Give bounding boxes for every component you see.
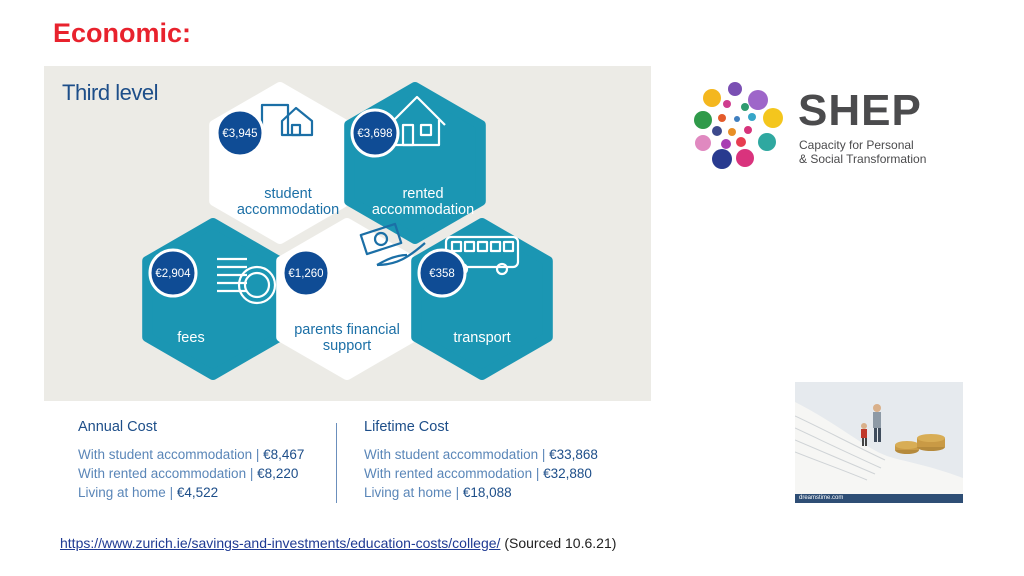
amount-label: €1,260 — [288, 268, 323, 280]
amount-badge — [215, 108, 265, 158]
annual-cost-column: Annual Cost With student accommodation |… — [78, 419, 304, 502]
lifetime-cost-heading: Lifetime Cost — [364, 419, 449, 435]
item-label: parents financial — [294, 322, 400, 338]
row-label: Living at home — [78, 485, 166, 500]
photo-watermark: dreamstime.com — [799, 495, 844, 501]
amount-badge — [281, 248, 331, 298]
item-label: support — [323, 338, 371, 354]
source-link[interactable]: https://www.zurich.ie/savings-and-invest… — [60, 535, 501, 551]
hexagon-item: €2,904 fees — [142, 218, 284, 380]
row-value: €8,220 — [257, 466, 299, 481]
lifetime-cost-column: Lifetime Cost With student accommodation… — [364, 419, 598, 502]
row-label: With student accommodation — [364, 447, 539, 462]
row-value: €18,088 — [462, 485, 512, 500]
amount-label: €3,698 — [357, 128, 392, 140]
amount-badge — [350, 108, 400, 158]
amount-badge — [417, 248, 467, 298]
annual-row: With rented accommodation | €8,220 — [78, 466, 299, 481]
annual-cost-heading: Annual Cost — [78, 419, 157, 435]
row-label: Living at home — [364, 485, 452, 500]
lifetime-row: With student accommodation | €33,868 — [364, 447, 598, 462]
amount-label: €3,945 — [222, 128, 257, 140]
annual-row: With student accommodation | €8,467 — [78, 447, 305, 462]
row-label: With student accommodation — [78, 447, 253, 462]
logo-wordmark: SHEP — [798, 86, 922, 135]
row-label: With rented accommodation — [78, 466, 247, 481]
lifetime-row: Living at home | €18,088 — [364, 485, 512, 500]
item-label: accommodation — [237, 202, 339, 218]
slide-title: Economic: — [53, 18, 192, 48]
book-coins-figures-image — [795, 382, 963, 503]
coins-icon — [217, 257, 277, 305]
houses-icon — [260, 103, 314, 137]
source-note: (Sourced 10.6.21) — [504, 535, 617, 551]
row-value: €4,522 — [176, 485, 219, 500]
item-label: rented — [402, 186, 443, 202]
row-value: €33,868 — [549, 447, 598, 462]
hexagon-shape — [142, 218, 284, 380]
dots-logo-icon — [694, 82, 783, 169]
row-value: €8,467 — [263, 447, 305, 462]
annual-row: Living at home | €4,522 — [78, 485, 219, 500]
amount-label: €2,904 — [155, 268, 191, 280]
logo-subtitle-line: & Social Transformation — [799, 152, 927, 166]
logo-subtitle-line: Capacity for Personal — [799, 138, 914, 152]
hand-icon — [359, 222, 426, 267]
row-value: €32,880 — [543, 466, 592, 481]
amount-label: €358 — [429, 268, 455, 280]
lifetime-row: With rented accommodation | €32,880 — [364, 466, 592, 481]
hexagon-diagram: €3,945studentaccommodation€3,698rentedac… — [142, 82, 553, 380]
column-divider — [336, 423, 337, 503]
logo-subtitle: Capacity for Personal & Social Transform… — [799, 138, 926, 166]
item-label: fees — [177, 330, 204, 346]
stock-photo: dreamstime.com — [795, 382, 963, 503]
item-label: student — [264, 186, 312, 202]
item-label: transport — [453, 330, 510, 346]
photo-watermark-bar — [795, 494, 963, 503]
cost-summary: Annual Cost With student accommodation |… — [44, 401, 651, 511]
shep-logo: SHEP Capacity for Personal & Social Tran… — [690, 78, 950, 178]
row-label: With rented accommodation — [364, 466, 533, 481]
item-label: accommodation — [372, 202, 474, 218]
source-citation: https://www.zurich.ie/savings-and-invest… — [60, 535, 616, 551]
hexagon-item: €358 transport — [411, 218, 553, 380]
infographic-heading: Third level — [62, 80, 158, 105]
amount-badge — [148, 248, 198, 298]
hexagon-shape — [411, 218, 553, 380]
